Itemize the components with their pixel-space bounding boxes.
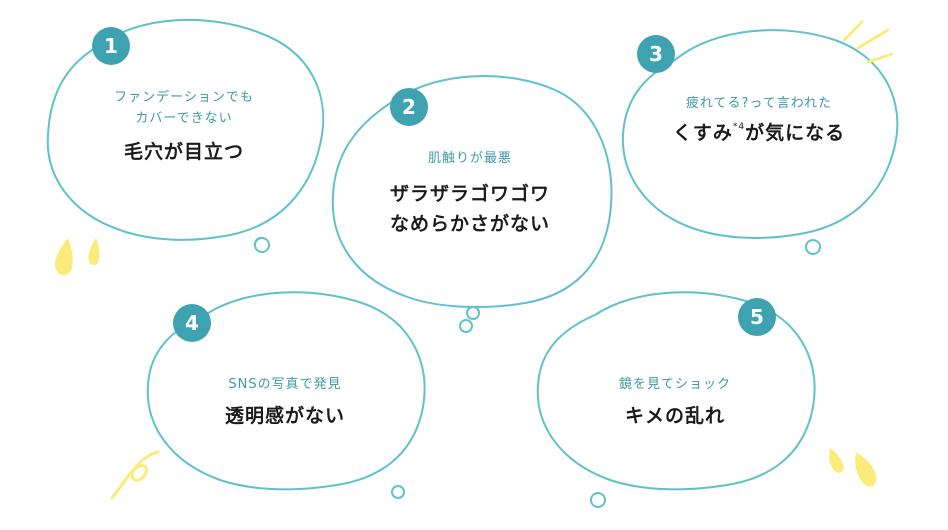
number-badge: 1 bbox=[92, 27, 130, 65]
footnote-mark: *4 bbox=[732, 122, 746, 132]
bubble-subtext: 疲れてる?って言われた bbox=[685, 96, 833, 111]
water-drops-icon bbox=[54, 238, 100, 276]
thought-bubble-outline bbox=[331, 75, 613, 333]
thought-bubble-2: 2 肌触りが最悪 ザラザラゴワゴワ なめらかさがない bbox=[325, 70, 615, 335]
number-badge: 4 bbox=[173, 304, 211, 342]
bubble-main-text: 毛穴が目立つ bbox=[123, 141, 244, 163]
bubble-subtext: 鏡を見てショック bbox=[618, 377, 731, 392]
thought-bubble-outline bbox=[146, 291, 426, 499]
bubble-main-text: ザラザラゴワゴワ bbox=[389, 183, 550, 205]
thought-bubble-4: 4 SNSの写真で発見 透明感がない bbox=[140, 290, 440, 525]
number-badge: 5 bbox=[738, 298, 776, 336]
number-badge: 3 bbox=[637, 35, 675, 73]
thought-bubble-outline bbox=[621, 29, 899, 255]
bubble-main-text: キメの乱れ bbox=[624, 405, 725, 427]
bubble-main-text: 透明感がない bbox=[224, 405, 345, 427]
bubble-subtext: カバーできない bbox=[135, 111, 233, 126]
thought-bubble-5: 5 鏡を見てショック キメの乱れ bbox=[530, 290, 830, 525]
water-drops-icon bbox=[829, 448, 877, 487]
bubble-subtext: 肌触りが最悪 bbox=[427, 151, 512, 166]
number-badge: 2 bbox=[390, 88, 428, 126]
bubble-subtext: SNSの写真で発見 bbox=[228, 377, 342, 392]
bubble-subtext: ファンデーションでも bbox=[114, 90, 254, 105]
thought-bubble-3: 3 疲れてる?って言われた くすみ*4が気になる bbox=[615, 25, 905, 260]
squiggle-icon bbox=[110, 450, 160, 500]
sparkle-lines-icon bbox=[842, 20, 894, 64]
thought-bubble-outline bbox=[46, 18, 325, 253]
bubble-main-text: なめらかさがない bbox=[389, 213, 550, 235]
bubble-main-text: くすみ*4が気になる bbox=[672, 122, 846, 144]
thought-bubble-1: 1 ファンデーションでも カバーできない 毛穴が目立つ bbox=[40, 15, 340, 255]
